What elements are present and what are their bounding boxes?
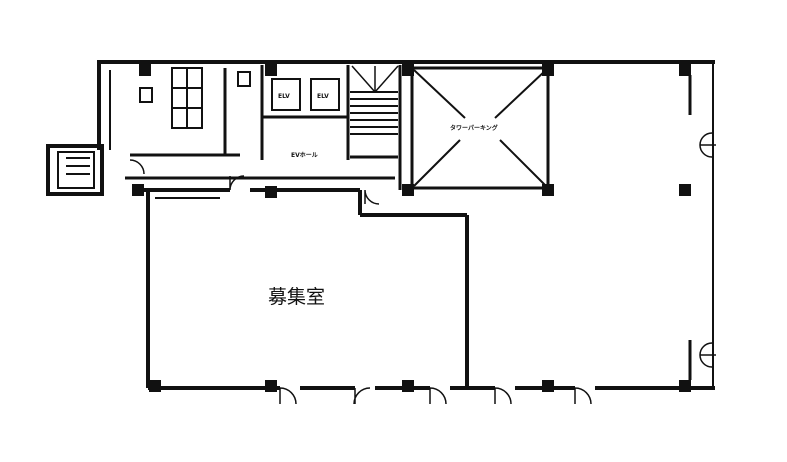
- elevator-2: [310, 78, 340, 111]
- doors: [129, 132, 716, 405]
- elevator-1: [271, 78, 301, 111]
- room-label-vacancy: 募集室: [268, 286, 325, 308]
- columns: [132, 64, 691, 392]
- room-label-elevator-1: ELV: [278, 93, 290, 100]
- room-label-ev-hall: EVホール: [291, 152, 318, 159]
- walls: [46, 60, 715, 390]
- stairs: [350, 65, 399, 159]
- room-label-tower-parking: タワーパーキング: [450, 124, 498, 132]
- room-label-elevator-2: ELV: [317, 93, 329, 100]
